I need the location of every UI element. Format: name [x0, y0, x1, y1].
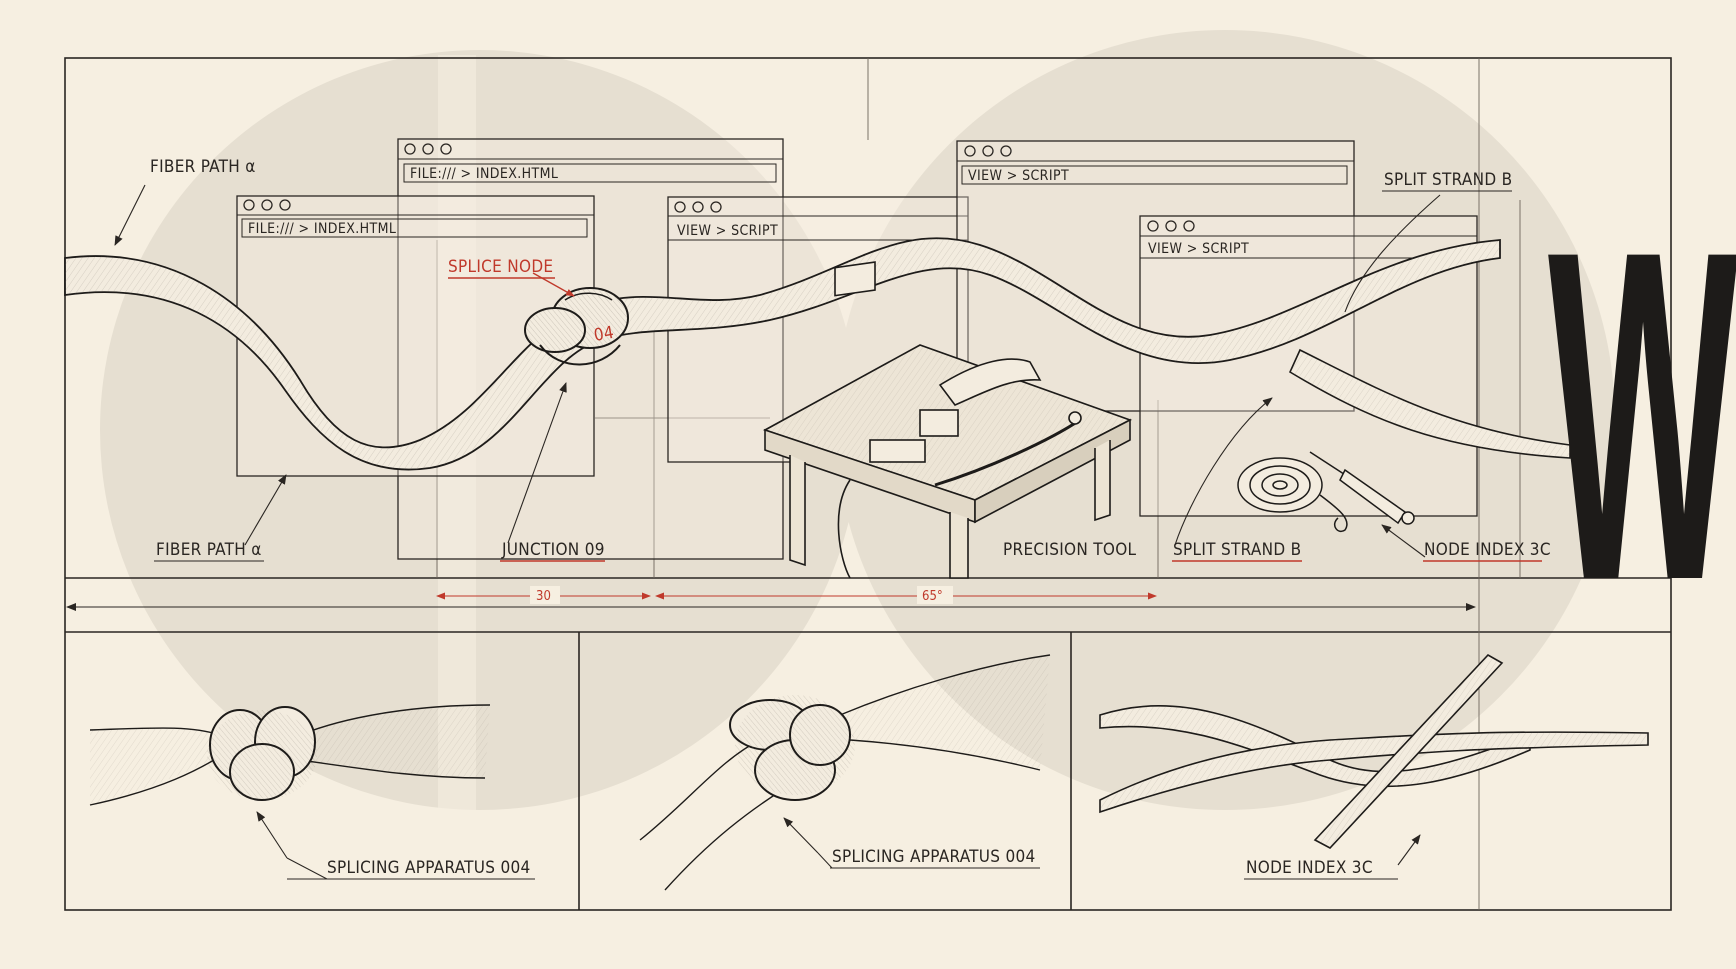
- panel-1: SPLICING APPARATUS 004: [89, 704, 535, 880]
- window-1-address: FILE:/// > INDEX.HTML: [410, 166, 558, 182]
- workbench-illustration: [763, 261, 1133, 579]
- knot-mark: 04: [592, 323, 615, 346]
- dimension-lines: [66, 586, 1476, 611]
- label-fiber-path-bottom: FIBER PATH α: [156, 540, 262, 560]
- window-1[interactable]: FILE:/// > INDEX.HTML: [397, 138, 784, 560]
- spool-illustration: [1237, 457, 1348, 532]
- panel-1-label: SPLICING APPARATUS 004: [327, 858, 531, 878]
- dimension-b: 65°: [922, 589, 943, 604]
- label-split-strand-bottom: SPLIT STRAND B: [1173, 540, 1301, 560]
- label-splice-node: SPLICE NODE: [448, 257, 553, 277]
- window-3-address: VIEW > SCRIPT: [677, 223, 778, 239]
- leader-lines: [114, 184, 1441, 866]
- window-dots-icon: [674, 201, 722, 213]
- panel-3-label: NODE INDEX 3C: [1246, 858, 1373, 878]
- window-4-address: VIEW > SCRIPT: [968, 168, 1069, 184]
- label-junction: JUNCTION 09: [501, 540, 605, 560]
- main-frame: [64, 57, 1672, 911]
- panel-2-label: SPLICING APPARATUS 004: [832, 847, 1036, 867]
- window-dots-icon: [964, 145, 1012, 157]
- splice-knot: 04: [524, 287, 629, 366]
- panel-3: NODE INDEX 3C: [1099, 653, 1649, 880]
- splice-node-leader: [532, 272, 575, 297]
- background-circle-right: [835, 30, 1615, 810]
- soldering-iron-illustration: [1309, 451, 1415, 525]
- dimension-a: 30: [536, 589, 551, 604]
- label-node-index-top: NODE INDEX 3C: [1424, 540, 1551, 560]
- window-dots-icon: [243, 199, 291, 211]
- window-dots-icon: [404, 143, 452, 155]
- panel-2: SPLICING APPARATUS 004: [639, 654, 1051, 891]
- window-2-address: FILE:/// > INDEX.HTML: [248, 221, 396, 237]
- window-5-address: VIEW > SCRIPT: [1148, 241, 1249, 257]
- headline-fragment: W: [1548, 153, 1736, 678]
- label-split-strand-top: SPLIT STRAND B: [1384, 170, 1512, 190]
- label-precision-tool: PRECISION TOOL: [1003, 540, 1137, 560]
- fiber-ribbon: [64, 237, 1571, 471]
- label-fiber-path-top: FIBER PATH α: [150, 157, 256, 177]
- window-dots-icon: [1147, 220, 1195, 232]
